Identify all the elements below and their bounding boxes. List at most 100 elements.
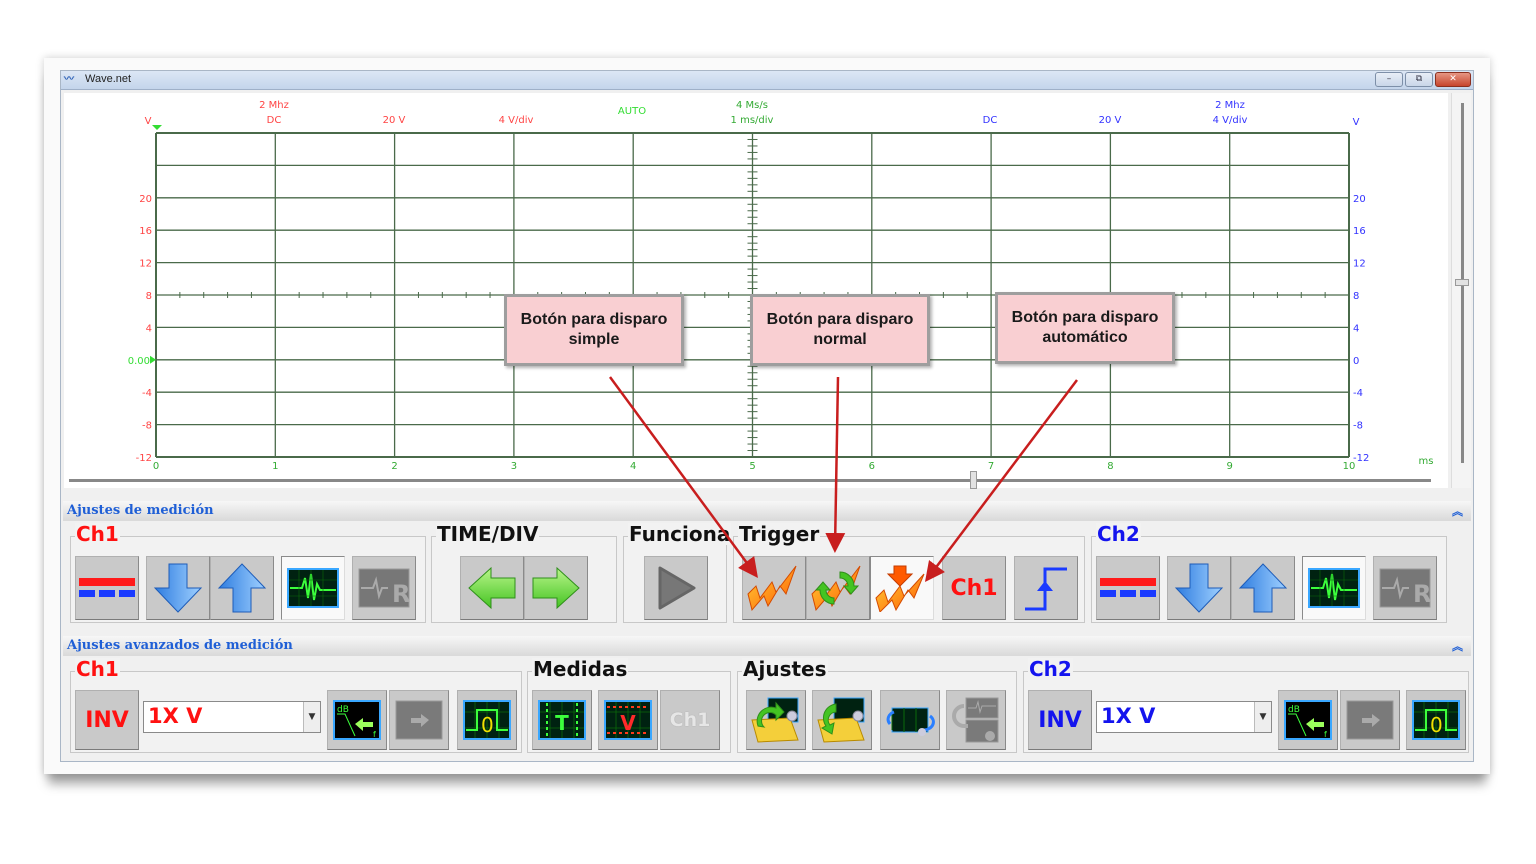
load-settings-button[interactable] <box>746 690 806 750</box>
ch1-scale-down-button[interactable] <box>146 556 210 620</box>
ch2-reference-button-disabled[interactable]: R <box>1373 556 1437 620</box>
reference-disabled-icon: R <box>358 568 410 608</box>
oscilloscope-display[interactable]: 2 Mhz V DC 20 V 4 V/div AUTO 4 Ms/s 1 ms… <box>64 93 1448 488</box>
advanced-settings-header[interactable]: Ajustes avanzados de medición ︽ <box>63 636 1471 656</box>
ch1-y-tick-label: -12 <box>136 453 152 464</box>
svg-text:0: 0 <box>1430 713 1443 737</box>
ch1-offset-marker-icon <box>150 355 156 364</box>
ch1-scale-label: 4 V/div <box>499 115 534 126</box>
vertical-scroll-thumb[interactable] <box>1455 279 1469 286</box>
ch1-y-tick-label: -8 <box>142 421 152 432</box>
close-button[interactable]: ✕ <box>1435 72 1471 87</box>
ch2-invert-button[interactable]: INV <box>1028 690 1092 750</box>
trigger-edge-button[interactable] <box>1014 556 1078 620</box>
lightning-auto-icon <box>875 565 925 612</box>
ch1-invert-button[interactable]: INV <box>75 690 139 750</box>
ch2-probe-select[interactable]: 1X V ▼ <box>1096 701 1272 733</box>
run-button-disabled[interactable] <box>644 556 708 620</box>
ch2-filter-off-button-disabled[interactable] <box>1340 690 1400 750</box>
advanced-settings-title: Ajustes avanzados de medición <box>67 638 293 653</box>
ch1-waveform-button[interactable] <box>281 556 345 620</box>
ch1-group: Ch1 R <box>70 523 426 623</box>
ch1-trigger-marker-icon[interactable] <box>152 125 162 130</box>
reset-settings-button-disabled[interactable] <box>946 690 1006 750</box>
trigger-source-button[interactable]: Ch1 <box>942 556 1006 620</box>
single-trigger-button[interactable] <box>742 556 806 620</box>
maximize-button[interactable]: ⧉ <box>1405 72 1433 87</box>
ch1-y-tick-label: 12 <box>139 259 152 270</box>
ch1-scale-up-button[interactable] <box>210 556 274 620</box>
x-unit-label: ms <box>1419 456 1434 467</box>
ch1-position-reset-button[interactable] <box>75 556 139 620</box>
refresh-settings-button[interactable] <box>880 690 940 750</box>
ch2-scale-label: 4 V/div <box>1213 115 1248 126</box>
minimize-button[interactable]: – <box>1375 72 1403 87</box>
voltage-cursor-icon: V <box>604 700 652 740</box>
vertical-scrollbar[interactable] <box>1451 93 1471 488</box>
ch1-probe-select[interactable]: 1X V ▼ <box>143 701 321 733</box>
time-measure-button[interactable]: T <box>532 690 592 750</box>
auto-trigger-button[interactable] <box>870 556 934 620</box>
ch1-coupling-label: DC <box>267 115 282 126</box>
collapse-chevron-icon[interactable]: ︽ <box>1452 505 1463 518</box>
collapse-chevron-icon[interactable]: ︽ <box>1452 640 1463 653</box>
open-folder-settings-icon <box>751 697 799 743</box>
ch1-bandwidth-label: 2 Mhz <box>259 100 289 111</box>
svg-text:dB: dB <box>1288 705 1300 715</box>
ch2-scale-down-button[interactable] <box>1167 556 1231 620</box>
settings-title: Ajustes <box>742 657 828 681</box>
ch1-invert-label: INV <box>85 707 129 733</box>
save-settings-button[interactable] <box>812 690 872 750</box>
x-tick-label: 9 <box>1227 461 1233 472</box>
ch2-position-reset-button[interactable] <box>1096 556 1160 620</box>
ch2-zero-offset-button[interactable]: 0 <box>1406 690 1466 750</box>
ch1-unit-label: V <box>145 116 152 127</box>
ch2-y-tick-label: 12 <box>1353 259 1366 270</box>
ch2-waveform-button[interactable] <box>1302 556 1366 620</box>
ch1-y-tick-label: 0.00 <box>128 356 150 367</box>
measurement-settings-header[interactable]: Ajustes de medición ︽ <box>63 501 1471 521</box>
play-icon <box>658 566 696 610</box>
dropdown-arrow-icon[interactable]: ▼ <box>303 702 320 732</box>
ch2-y-tick-label: -4 <box>1353 388 1363 399</box>
ch1-zero-offset-button[interactable]: 0 <box>457 690 517 750</box>
arrow-left-icon <box>468 566 516 610</box>
svg-text:dB: dB <box>337 705 349 715</box>
arrow-right-icon <box>532 566 580 610</box>
rising-edge-icon <box>1025 567 1067 611</box>
dropdown-arrow-icon[interactable]: ▼ <box>1254 702 1271 732</box>
measures-group: Medidas T V Ch1 <box>527 658 731 753</box>
trigger-mode-label: AUTO <box>618 106 646 117</box>
ch1-reference-button-disabled[interactable]: R <box>352 556 416 620</box>
ch1-filter-off-button-disabled[interactable] <box>389 690 449 750</box>
voltage-measure-button[interactable]: V <box>598 690 658 750</box>
ch1-group-title: Ch1 <box>75 522 120 546</box>
time-increase-button[interactable] <box>524 556 588 620</box>
x-tick-label: 8 <box>1107 461 1113 472</box>
ch1-y-tick-label: 20 <box>139 194 152 205</box>
time-div-title: TIME/DIV <box>436 522 540 546</box>
ch2-scale-up-button[interactable] <box>1231 556 1295 620</box>
normal-trigger-button[interactable] <box>806 556 870 620</box>
ch1-y-tick-label: 16 <box>139 226 152 237</box>
arrow-down-icon <box>1174 563 1224 613</box>
measure-channel-button-disabled[interactable]: Ch1 <box>660 690 720 750</box>
ch2-group-title: Ch2 <box>1096 522 1141 546</box>
horizontal-scroll-track[interactable] <box>69 479 1431 482</box>
voltage-measure-label: V <box>620 711 636 735</box>
time-decrease-button[interactable] <box>460 556 524 620</box>
ch1-probe-value: 1X V <box>148 704 203 728</box>
ch2-group: Ch2 R <box>1091 523 1447 623</box>
ch1-y-tick-label: -4 <box>142 388 152 399</box>
horizontal-scrollbar[interactable] <box>69 471 1431 489</box>
advanced-ch1-title: Ch1 <box>75 657 120 681</box>
advanced-ch2-title: Ch2 <box>1028 657 1073 681</box>
horizontal-scroll-thumb[interactable] <box>970 471 977 489</box>
zero-offset-icon: 0 <box>1412 700 1460 740</box>
ch2-invert-label: INV <box>1038 707 1082 733</box>
filter-disabled-icon <box>1346 700 1394 740</box>
arrow-up-icon <box>217 563 267 613</box>
